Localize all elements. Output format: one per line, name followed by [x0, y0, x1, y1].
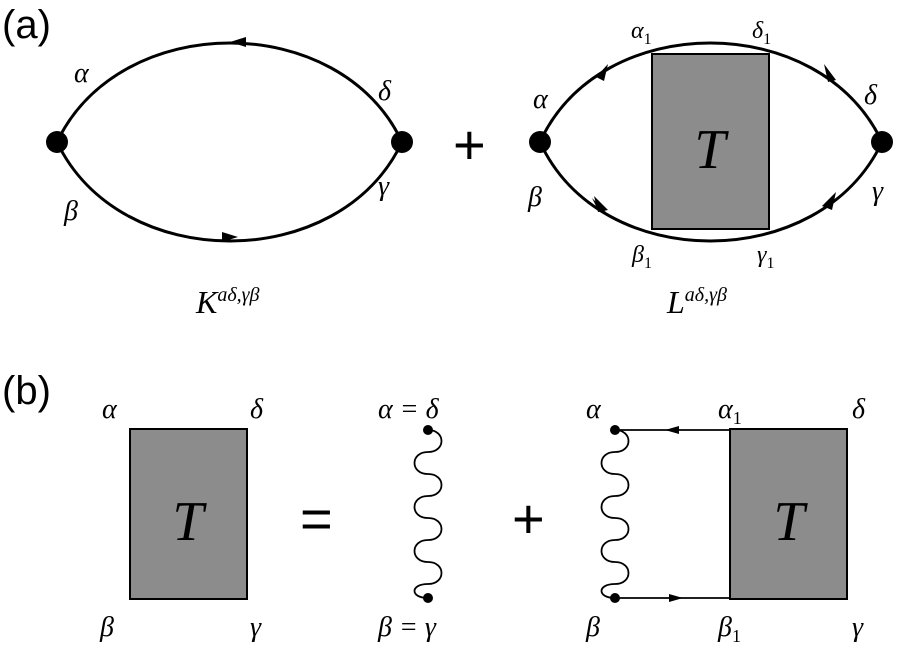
label-alpha-rb: α [586, 394, 602, 425]
t-box-left-label: T [172, 491, 207, 553]
label-beta-rb: β [585, 612, 600, 643]
arrow-lower-right-icon [822, 192, 836, 210]
bubble-diagram-k: α β δ γ Kaδ,γβ [46, 37, 413, 320]
label-delta-l: δ [864, 80, 878, 111]
label-gamma1: γ1 [757, 242, 774, 272]
arrow-upper-right-icon [824, 64, 836, 82]
propagator-lower [55, 141, 404, 243]
arrow-upper-left-icon [596, 64, 608, 81]
label-beta1-main: β [631, 242, 644, 268]
label-delta1-main: δ [752, 18, 764, 44]
propagator-upper [55, 41, 404, 143]
label-alpha1-sub: 1 [644, 31, 652, 48]
label-beta-eq-gamma: β = γ [377, 612, 437, 643]
t-box-right-label: T [773, 491, 808, 553]
label-delta-b: δ [250, 394, 264, 425]
label-alpha1-main: α [631, 18, 644, 44]
plus-sign-a: + [453, 113, 486, 176]
vertex-top-middle [423, 425, 433, 435]
wavy-line-middle [413, 429, 443, 599]
label-gamma-rb: γ [852, 612, 864, 643]
label-gamma-b: γ [250, 612, 262, 643]
caption-l-main: L [666, 284, 685, 320]
label-beta1-sub: 1 [644, 255, 652, 272]
arrow-right-small-icon [669, 594, 683, 602]
label-beta1-rb-main: β [717, 612, 732, 643]
equals-sign: = [300, 487, 333, 550]
label-delta1: δ1 [752, 18, 771, 48]
label-alpha1-rb: α1 [718, 394, 742, 428]
caption-k-main: K [195, 284, 219, 320]
label-alpha-l: α [533, 84, 549, 115]
label-beta-b: β [99, 612, 114, 643]
label-gamma1-sub: 1 [766, 255, 774, 272]
vertex-right [391, 131, 413, 153]
label-delta1-sub: 1 [763, 31, 771, 48]
caption-l-superscript: aδ,γβ [685, 284, 727, 306]
arrow-lower-left-head [594, 196, 608, 212]
label-delta: δ [378, 76, 392, 107]
propagator-upper-l [538, 41, 884, 143]
wavy-line-right [600, 429, 630, 599]
caption-l: Laδ,γβ [666, 284, 727, 320]
arrow-left-small-icon [665, 426, 679, 434]
t-box-left [129, 428, 248, 600]
label-alpha-b: α [102, 394, 118, 425]
label-beta1: β1 [631, 242, 652, 272]
caption-k: Kaδ,γβ [195, 284, 260, 320]
ladder-diagram-l: T α β δ γ α1 δ1 β1 γ1 Laδ,γβ [527, 18, 893, 320]
t-box-right [729, 428, 848, 600]
t-matrix-box [651, 53, 770, 230]
label-alpha1-rb-main: α [718, 394, 734, 425]
interaction-line-middle: α = δ β = γ [377, 394, 443, 643]
label-beta1-rb: β1 [717, 612, 741, 646]
vertex-top-right-b [610, 425, 620, 435]
label-delta-rb: δ [852, 394, 866, 425]
arrow-left-icon [230, 37, 246, 47]
propagator-lower-l [538, 141, 884, 243]
label-alpha1: α1 [631, 18, 652, 48]
ladder-term-right: T α β δ γ α1 β1 [585, 394, 866, 646]
label-beta1-rb-sub: 1 [732, 626, 741, 646]
plus-sign-b: + [512, 487, 545, 550]
arrow-right-icon [222, 232, 238, 242]
vertex-left [46, 131, 68, 153]
vertex-bottom-middle [423, 593, 433, 603]
label-gamma-l: γ [872, 176, 884, 207]
vertex-bottom-right-b [610, 593, 620, 603]
vertex-left-l [529, 131, 551, 153]
caption-k-superscript: aδ,γβ [217, 284, 259, 306]
label-gamma1-main: γ [757, 242, 767, 268]
t-box-label: T [694, 119, 729, 181]
panel-b-label: (b) [2, 369, 51, 413]
vertex-right-l [871, 131, 893, 153]
label-beta: β [63, 196, 78, 227]
label-alpha: α [74, 58, 90, 89]
panel-a-label: (a) [2, 3, 51, 47]
label-alpha-eq-delta: α = δ [378, 394, 440, 425]
label-beta-l: β [527, 182, 542, 213]
label-alpha1-rb-sub: 1 [733, 408, 742, 428]
t-matrix-left: T α δ β γ [99, 394, 264, 643]
label-gamma: γ [378, 171, 390, 202]
